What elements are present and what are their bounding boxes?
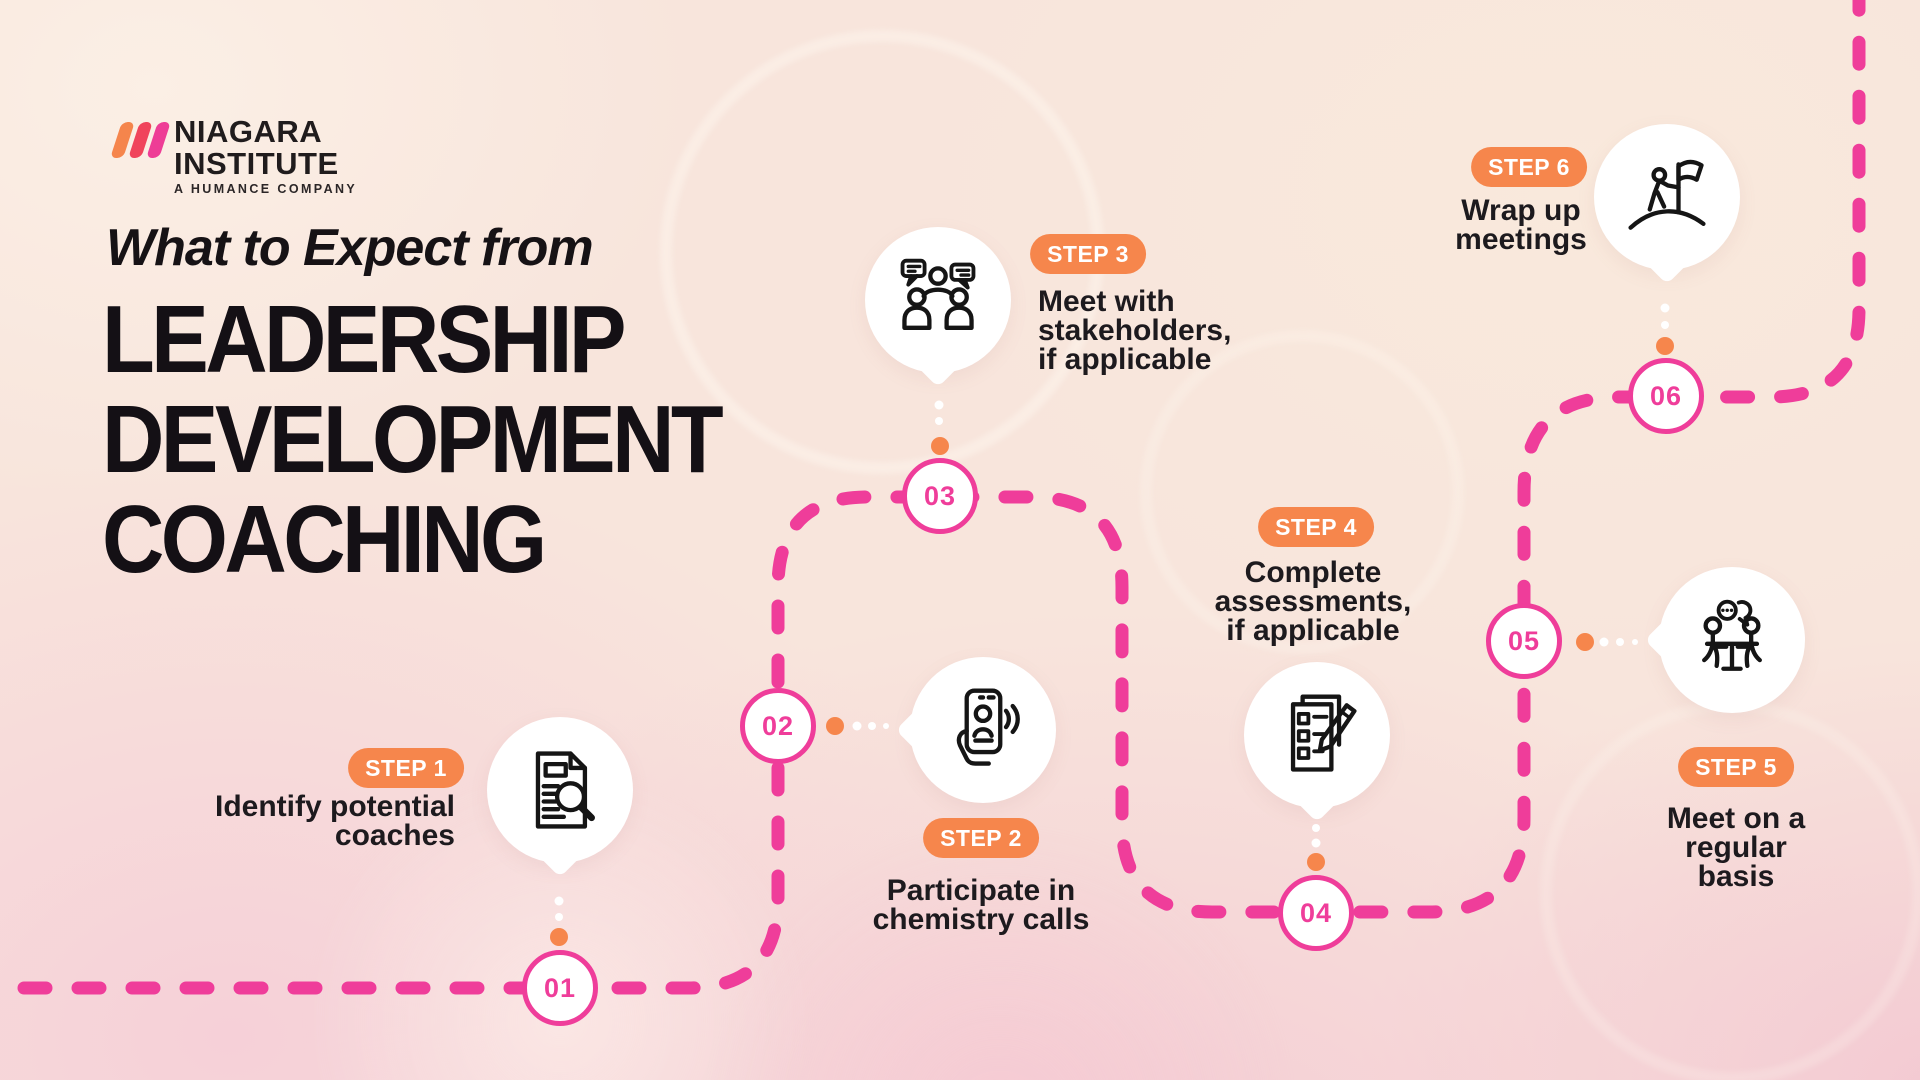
connector-dot-orange <box>826 717 844 735</box>
step5-number-marker: 05 <box>1486 603 1562 679</box>
title-line-1: LEADERSHIP <box>102 286 626 393</box>
connector-dot <box>555 913 563 921</box>
connector-dot-orange <box>1307 853 1325 871</box>
step6-number-marker: 06 <box>1628 358 1704 434</box>
connector-dot-orange <box>1656 337 1674 355</box>
checklist-pencil-icon <box>1290 694 1357 772</box>
logo-tagline: A HUMANCE COMPANY <box>174 182 358 196</box>
video-call-icon <box>956 688 1020 766</box>
connector-dot <box>1599 637 1609 647</box>
step5-icon-bubble <box>1644 567 1805 713</box>
summit-flag-icon <box>1628 159 1706 230</box>
connector-dot <box>883 723 889 729</box>
connector-dot <box>1312 824 1320 832</box>
step2-number: 02 <box>761 710 795 741</box>
connector-dot <box>1632 639 1638 645</box>
connector-dot-orange <box>1576 633 1594 651</box>
step5-badge: STEP 5 <box>1678 747 1794 787</box>
connector-dot <box>1311 838 1321 848</box>
step3-number-marker: 03 <box>902 458 978 534</box>
step3-badge: STEP 3 <box>1030 234 1146 274</box>
connector-dot <box>1616 638 1624 646</box>
step2-number-marker: 02 <box>740 688 816 764</box>
step1-text: Identify potential coaches <box>215 790 455 852</box>
step5-number: 05 <box>1507 625 1541 656</box>
step4-number: 04 <box>1299 897 1333 928</box>
connector-dot-orange <box>550 928 568 946</box>
document-search-icon <box>535 751 595 829</box>
logo-name2: INSTITUTE <box>174 146 339 181</box>
step5-text: Meet on a regular basis <box>1666 802 1806 893</box>
step4-icon-bubble <box>1244 662 1390 823</box>
connector-dot <box>554 896 564 906</box>
step3-text: Meet with stakeholders, if applicable <box>1038 285 1232 376</box>
title-line-3: COACHING <box>102 486 547 593</box>
step3-number: 03 <box>923 480 957 511</box>
connector-dot <box>934 400 944 410</box>
connector-dot <box>935 417 943 425</box>
logo-name: NIAGARA <box>174 114 323 149</box>
step1-number-marker: 01 <box>522 950 598 1026</box>
step6-icon-bubble <box>1594 124 1740 285</box>
connector-dot <box>868 722 876 730</box>
connector-dot-orange <box>931 437 949 455</box>
page-title: LEADERSHIP DEVELOPMENT COACHING <box>102 286 724 593</box>
step1-number: 01 <box>543 972 577 1003</box>
step1-badge: STEP 1 <box>348 748 464 788</box>
step4-badge: STEP 4 <box>1258 507 1374 547</box>
title-eyebrow: What to Expect from <box>106 219 594 277</box>
step3-icon-bubble <box>865 227 1011 388</box>
step2-text: Participate in chemistry calls <box>872 874 1090 936</box>
step1-icon-bubble <box>487 717 633 878</box>
connector-dot <box>852 721 862 731</box>
title-line-2: DEVELOPMENT <box>102 386 724 493</box>
connector-dot <box>1660 303 1670 313</box>
step2-badge: STEP 2 <box>923 818 1039 858</box>
step4-text: Complete assessments, if applicable <box>1214 556 1412 647</box>
group-discussion-icon <box>900 258 976 330</box>
step6-badge: STEP 6 <box>1471 147 1587 187</box>
table-meeting-icon <box>1702 599 1762 671</box>
step6-number: 06 <box>1649 380 1683 411</box>
connector-dot <box>1661 321 1669 329</box>
step6-text: Wrap up meetings <box>1455 194 1587 256</box>
step2-icon-bubble <box>895 657 1056 803</box>
step4-number-marker: 04 <box>1278 875 1354 951</box>
